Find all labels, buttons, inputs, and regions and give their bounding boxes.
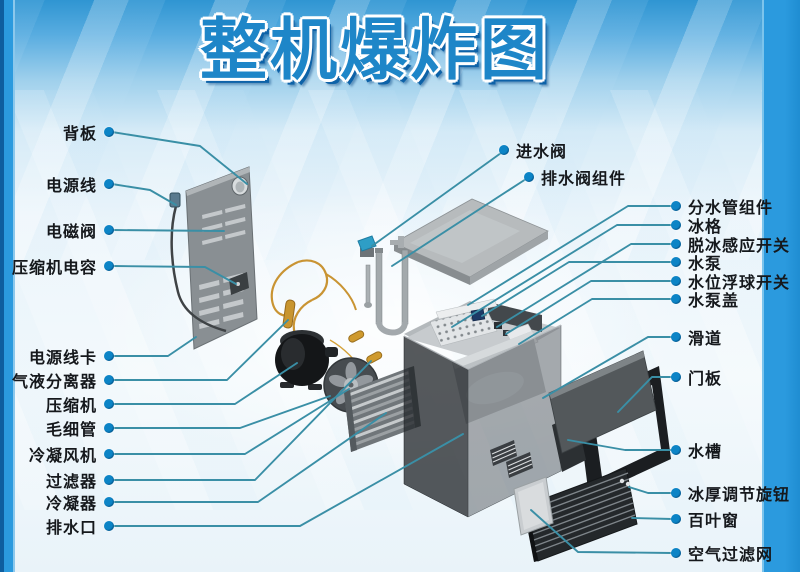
filter-graphic [348, 330, 383, 364]
leader-dot [104, 127, 114, 137]
label-deice-sensor-switch: 脱冰感应开关 [671, 234, 790, 255]
page-title: 整机爆炸图 [200, 11, 550, 89]
right-edge-bar [762, 0, 800, 572]
leader-dot [671, 332, 681, 342]
back-panel-graphic [185, 166, 258, 350]
cabinet-vents-graphic [490, 440, 533, 478]
label-compressor-capacitor: 压缩机电容 [12, 256, 114, 277]
label-power-cord: 电源线 [46, 174, 114, 195]
label-water-inlet-valve: 进水阀 [499, 140, 567, 161]
leader-dot [671, 201, 681, 211]
door-panel-graphic [548, 350, 671, 497]
compressor-graphic [275, 330, 338, 390]
label-water-tank: 水槽 [671, 440, 722, 461]
label-condenser-fan: 冷凝风机 [29, 444, 114, 465]
label-compressor: 压缩机 [46, 394, 114, 415]
cabinet-graphic [403, 298, 562, 518]
label-capillary-tube: 毛细管 [46, 418, 114, 439]
leader-dot [104, 179, 114, 189]
leader-dot [499, 145, 509, 155]
leader-lines [108, 131, 673, 554]
label-slide: 滑道 [671, 327, 722, 348]
leader-dot [104, 225, 114, 235]
leader-dot [671, 488, 681, 498]
leader-dot [671, 220, 681, 230]
leader-dot [671, 276, 681, 286]
label-ice-grid: 冰格 [671, 215, 722, 236]
leader-dot [671, 294, 681, 304]
label-float-switch: 水位浮球开关 [671, 271, 790, 292]
leader-dot [671, 372, 681, 382]
leader-dot [104, 375, 114, 385]
label-gas-liquid-separator: 气液分离器 [12, 370, 114, 391]
label-drain-outlet: 排水口 [46, 516, 114, 537]
label-solenoid-valve: 电磁阀 [46, 220, 114, 241]
leader-dot [104, 475, 114, 485]
label-condenser: 冷凝器 [46, 492, 114, 513]
leader-dot [104, 351, 114, 361]
leader-dot [671, 548, 681, 558]
leader-dot [671, 514, 681, 524]
leader-dot [104, 521, 114, 531]
label-drain-valve-assembly: 排水阀组件 [524, 167, 626, 188]
label-water-pump: 水泵 [671, 252, 722, 273]
left-edge-bar [0, 0, 15, 572]
label-ice-thickness-knob: 冰厚调节旋钮 [671, 483, 790, 504]
label-back-panel: 背板 [63, 122, 114, 143]
leader-dot [104, 423, 114, 433]
leader-dot [524, 172, 534, 182]
label-filter: 过滤器 [46, 470, 114, 491]
label-power-cord-clip: 电源线卡 [29, 346, 114, 367]
label-louver: 百叶窗 [671, 509, 739, 530]
leader-dot [104, 399, 114, 409]
label-air-filter: 空气过滤网 [671, 543, 773, 564]
label-water-distributor: 分水管组件 [671, 196, 773, 217]
drain-valve-graphic [375, 236, 409, 336]
leader-dot [671, 445, 681, 455]
label-door-panel: 门板 [671, 367, 722, 388]
leader-dot [671, 239, 681, 249]
leader-dot [104, 261, 114, 271]
leader-dot [104, 497, 114, 507]
label-pump-cover: 水泵盖 [671, 289, 739, 310]
top-cover-graphic [393, 198, 549, 285]
leader-dot [104, 449, 114, 459]
leader-dot [671, 257, 681, 267]
ice-thickness-knob-graphic [619, 478, 625, 484]
water-inlet-valve-graphic [357, 235, 377, 308]
